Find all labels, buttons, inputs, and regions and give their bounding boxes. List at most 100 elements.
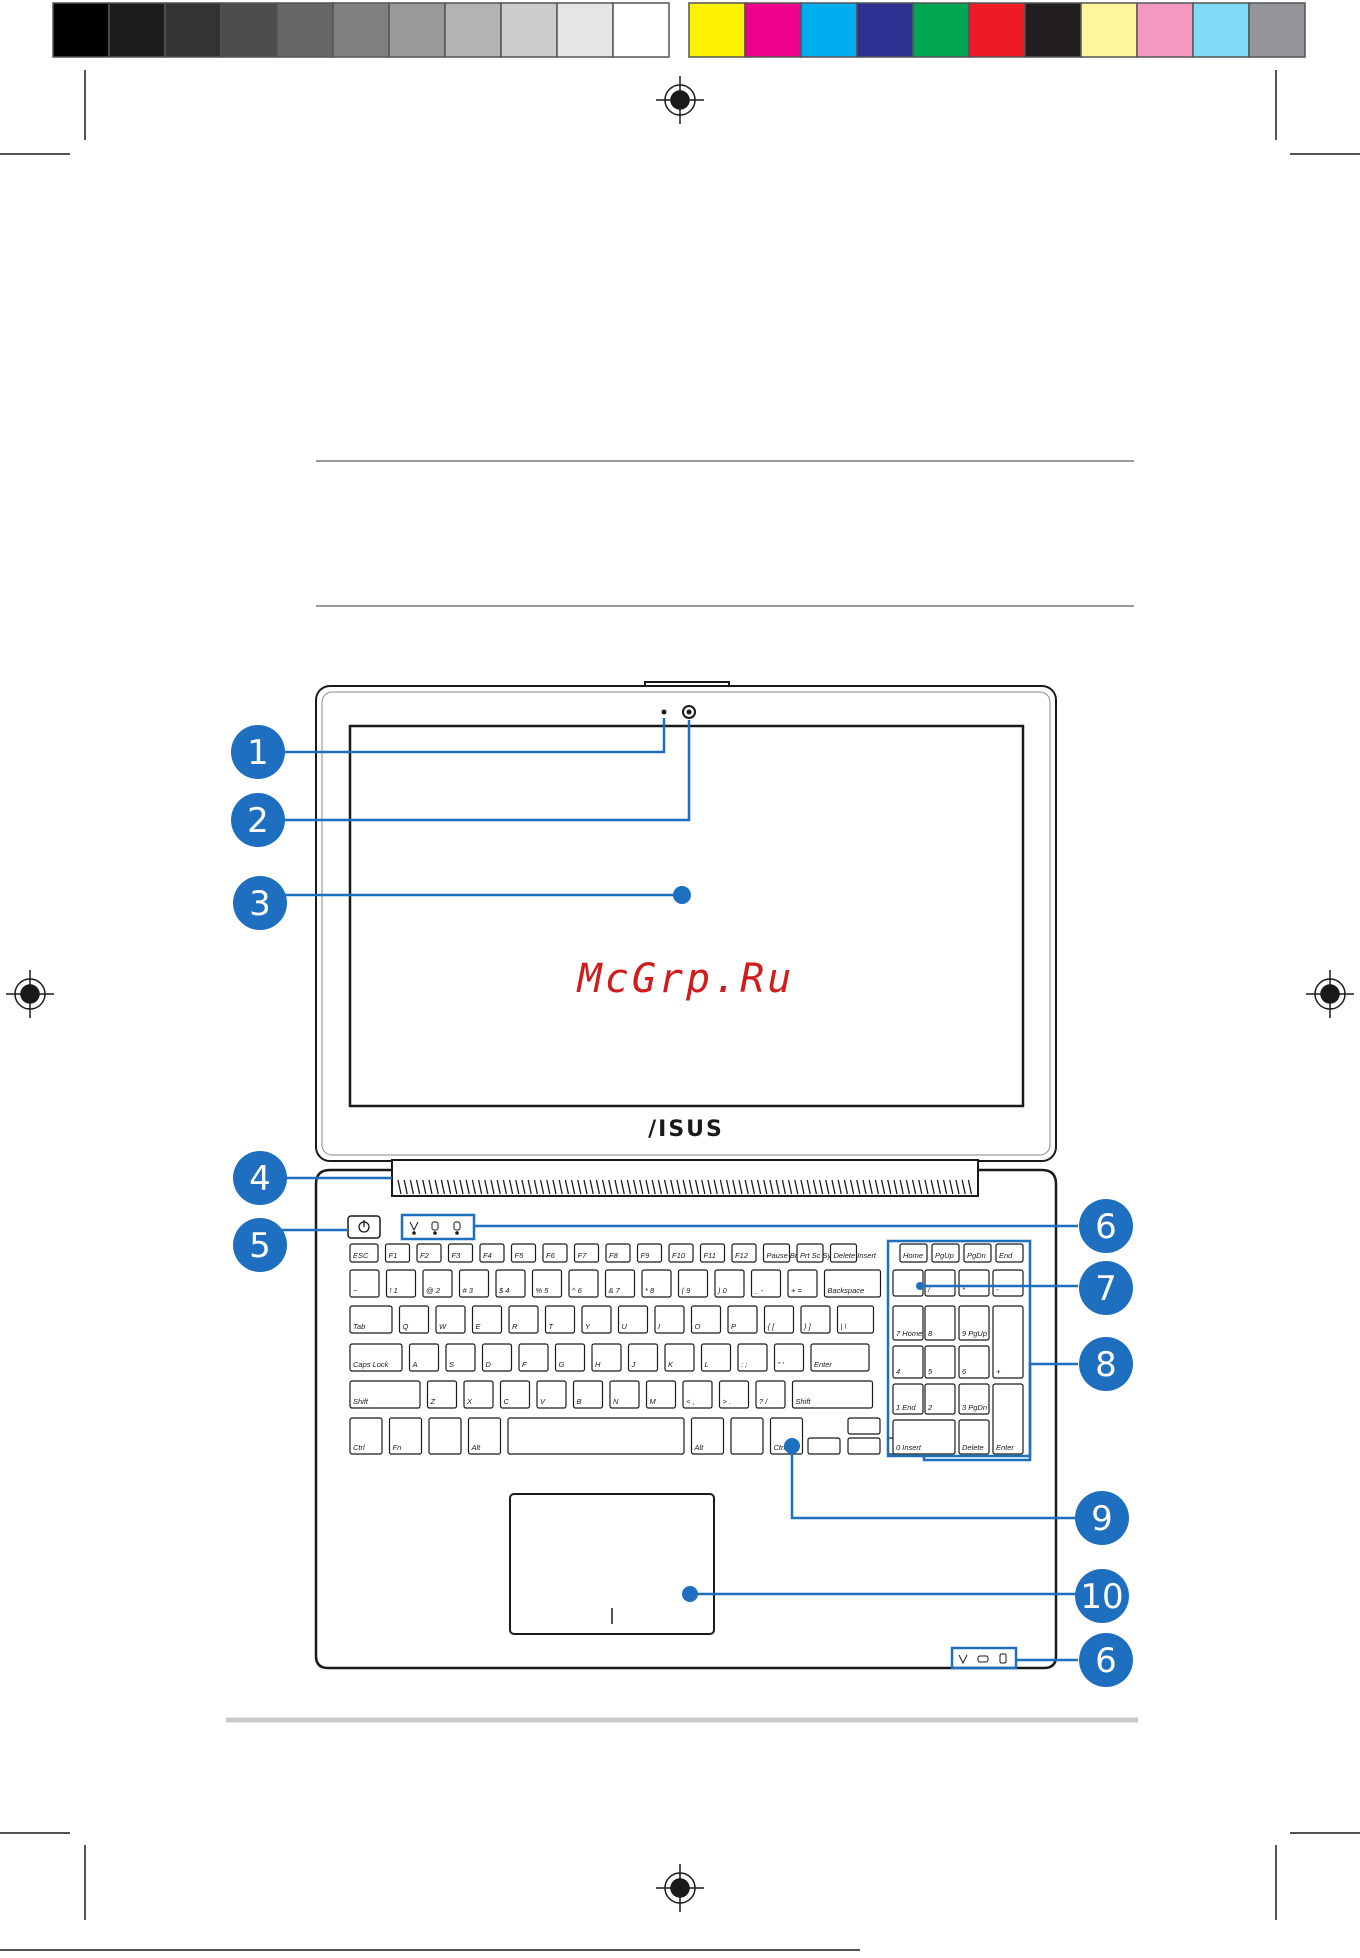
keyboard-key[interactable]: I — [654, 1305, 685, 1334]
keyboard-key[interactable]: Prt Sc SysRq — [796, 1243, 845, 1263]
keyboard-key[interactable]: Y — [581, 1305, 612, 1334]
keyboard-key[interactable]: 4 — [892, 1345, 924, 1379]
keyboard-key[interactable]: 3 PgDn — [958, 1383, 990, 1415]
keyboard-key[interactable]: D — [481, 1343, 513, 1372]
keyboard-key[interactable]: Delete Insert — [829, 1243, 877, 1263]
keyboard-key[interactable]: R — [508, 1305, 539, 1334]
keyboard-key[interactable]: Alt — [467, 1417, 502, 1455]
keyboard-key[interactable]: + — [992, 1305, 1024, 1379]
keyboard-key[interactable]: F7 — [573, 1243, 600, 1263]
keyboard-key[interactable] — [807, 1437, 841, 1455]
keyboard-key[interactable]: _ - — [750, 1269, 782, 1298]
keyboard-key[interactable]: W — [435, 1305, 466, 1334]
keyboard-key[interactable]: F8 — [605, 1243, 631, 1263]
keyboard-key[interactable]: N — [609, 1380, 640, 1409]
keyboard-key[interactable]: End — [995, 1243, 1024, 1263]
touchpad[interactable] — [509, 1493, 715, 1635]
keyboard-key[interactable]: Delete — [958, 1419, 990, 1455]
keyboard-key[interactable]: Enter — [992, 1383, 1024, 1455]
keyboard-key[interactable]: Ctrl — [349, 1417, 383, 1455]
keyboard-key[interactable]: Pause Break — [762, 1243, 811, 1263]
keyboard-key[interactable]: V — [536, 1380, 567, 1409]
keyboard-key[interactable]: U — [617, 1305, 649, 1334]
keyboard-key[interactable]: 7 Home — [892, 1305, 924, 1341]
keyboard-key[interactable]: * — [958, 1269, 990, 1297]
keyboard-key[interactable]: PgDn — [963, 1243, 992, 1263]
keyboard-key[interactable]: 9 PgUp — [958, 1305, 990, 1341]
keyboard-key[interactable]: | \ — [836, 1305, 875, 1334]
keyboard-key[interactable]: 8 — [924, 1305, 956, 1341]
keyboard-key[interactable]: Backspace — [823, 1269, 882, 1298]
keyboard-key[interactable]: O — [690, 1305, 722, 1334]
keyboard-key[interactable]: : ; — [737, 1343, 768, 1372]
keyboard-key[interactable]: Alt — [690, 1417, 725, 1455]
keyboard-key[interactable]: F9 — [636, 1243, 663, 1263]
keyboard-key[interactable] — [847, 1437, 881, 1455]
keyboard-key[interactable]: ~ — [349, 1269, 380, 1298]
keyboard-key[interactable]: F10 — [668, 1243, 694, 1263]
keyboard-key[interactable]: G — [554, 1343, 586, 1372]
keyboard-key[interactable]: C — [499, 1380, 531, 1409]
keyboard-key[interactable]: X — [463, 1380, 494, 1409]
keyboard-key[interactable]: H — [591, 1343, 622, 1372]
keyboard-key[interactable]: K — [664, 1343, 695, 1372]
keyboard-key[interactable]: ESC — [349, 1243, 379, 1263]
keyboard-key[interactable]: L — [700, 1343, 732, 1372]
keyboard-key[interactable]: Shift — [349, 1380, 421, 1409]
keyboard-key[interactable]: " ' — [773, 1343, 805, 1372]
keyboard-key[interactable]: E — [471, 1305, 503, 1334]
keyboard-key[interactable]: * 8 — [641, 1269, 672, 1298]
keyboard-key[interactable]: ^ 6 — [568, 1269, 599, 1298]
keyboard-key[interactable]: { [ — [763, 1305, 795, 1334]
keyboard-key[interactable]: P — [727, 1305, 758, 1334]
keyboard-key[interactable]: F12 — [731, 1243, 757, 1263]
keyboard-key[interactable] — [892, 1269, 924, 1297]
keyboard-key[interactable]: J — [627, 1343, 659, 1372]
keyboard-key[interactable]: F11 — [699, 1243, 726, 1263]
keyboard-key[interactable]: 5 — [924, 1345, 956, 1379]
keyboard-key[interactable]: % 5 — [531, 1269, 563, 1298]
keyboard-key[interactable] — [428, 1417, 462, 1455]
keyboard-key[interactable]: ( 9 — [677, 1269, 709, 1298]
keyboard-key[interactable]: A — [408, 1343, 440, 1372]
keyboard-key[interactable]: + = — [787, 1269, 818, 1298]
keyboard-key[interactable]: M — [645, 1380, 677, 1409]
keyboard-key[interactable] — [847, 1417, 881, 1435]
power-button[interactable] — [347, 1215, 381, 1239]
keyboard-key[interactable]: F6 — [542, 1243, 568, 1263]
keyboard-key[interactable]: # 3 — [458, 1269, 490, 1298]
keyboard-key[interactable]: < , — [682, 1380, 713, 1409]
keyboard-key[interactable]: 1 End — [892, 1383, 924, 1415]
keyboard-key[interactable]: S — [445, 1343, 476, 1372]
keyboard-key[interactable]: F — [518, 1343, 549, 1372]
keyboard-key[interactable]: F1 — [384, 1243, 411, 1263]
keyboard-key[interactable]: 2 — [924, 1383, 956, 1415]
keyboard-key[interactable]: } ] — [800, 1305, 831, 1334]
keyboard-key[interactable]: > . — [718, 1380, 750, 1409]
keyboard-key[interactable]: Fn — [388, 1417, 423, 1455]
keyboard-key[interactable]: ? / — [755, 1380, 786, 1409]
keyboard-key[interactable]: 6 — [958, 1345, 990, 1379]
keyboard-key[interactable]: F4 — [479, 1243, 505, 1263]
keyboard-key[interactable]: Tab — [349, 1305, 393, 1334]
keyboard-key[interactable]: F2 — [416, 1243, 442, 1263]
keyboard-key[interactable]: F3 — [447, 1243, 474, 1263]
keyboard-key[interactable]: PgUp — [931, 1243, 960, 1263]
keyboard-key[interactable]: Z — [426, 1380, 458, 1409]
keyboard-key[interactable]: @ 2 — [422, 1269, 453, 1298]
keyboard-key[interactable]: Shift — [791, 1380, 874, 1409]
keyboard-key[interactable]: & 7 — [604, 1269, 636, 1298]
keyboard-key[interactable] — [730, 1417, 764, 1455]
keyboard-key[interactable]: Caps Lock — [349, 1343, 403, 1372]
keyboard-key[interactable]: / — [924, 1269, 956, 1297]
keyboard-key[interactable]: 0 Insert — [892, 1419, 956, 1455]
keyboard-key[interactable]: Enter — [810, 1343, 870, 1372]
keyboard-key[interactable]: ! 1 — [385, 1269, 417, 1298]
keyboard-key[interactable]: - — [992, 1269, 1024, 1297]
keyboard-key[interactable]: ) 0 — [714, 1269, 745, 1298]
keyboard-key[interactable]: Q — [398, 1305, 430, 1334]
keyboard-key[interactable]: F5 — [510, 1243, 537, 1263]
keyboard-key[interactable]: Home — [899, 1243, 928, 1263]
keyboard-key[interactable] — [507, 1417, 685, 1455]
keyboard-key[interactable]: T — [544, 1305, 576, 1334]
